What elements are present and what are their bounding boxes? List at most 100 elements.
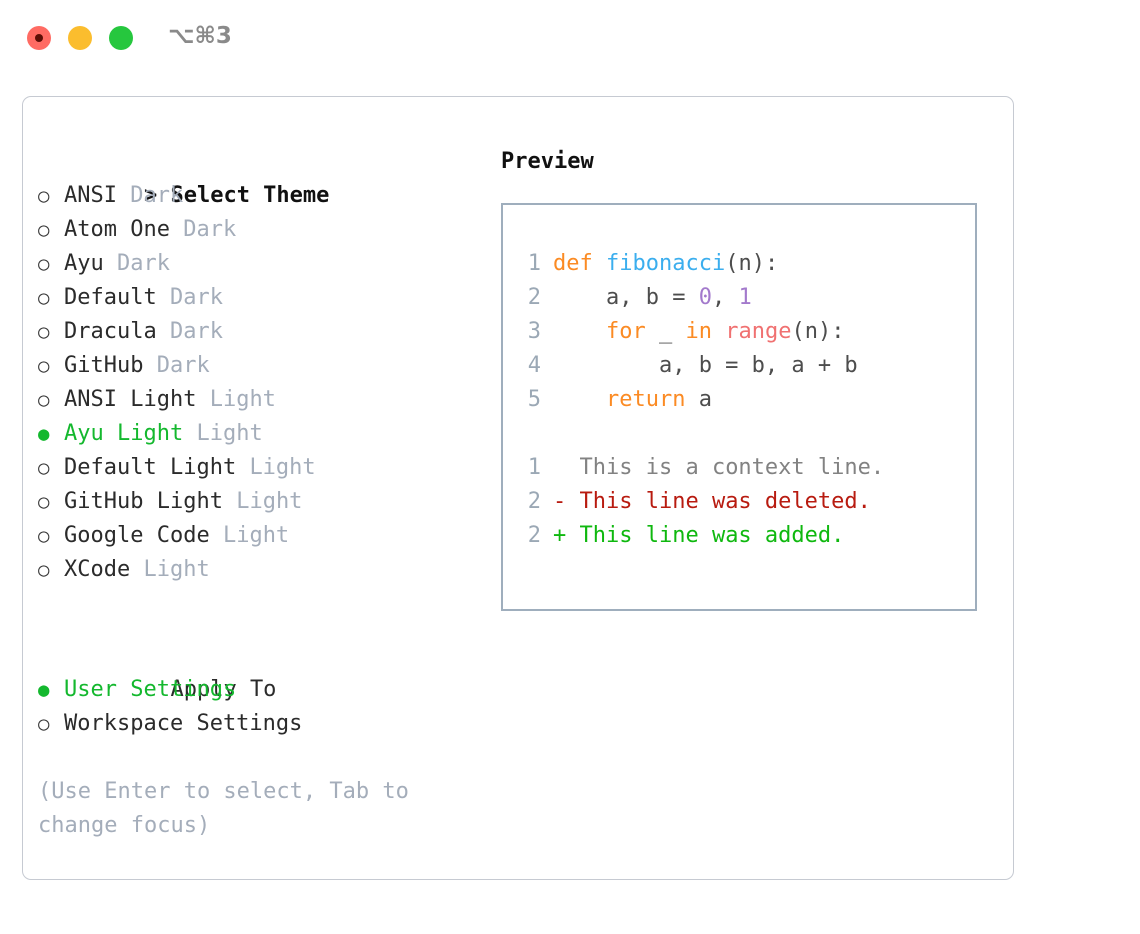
code-token: a, b = b, a + b <box>553 353 858 378</box>
code-line: 3 for _ in range(n): <box>519 315 884 349</box>
code-token <box>712 319 725 344</box>
code-token <box>553 387 606 412</box>
diff-marker: - <box>553 489 567 514</box>
theme-item-variant-tag: Dark <box>169 285 223 310</box>
theme-item-variant-tag: Light <box>222 523 290 548</box>
diff-text: This is a context line. <box>566 455 885 480</box>
radio-unselected-icon <box>38 707 64 741</box>
radio-unselected-icon <box>38 247 64 281</box>
theme-item-ansi-light[interactable]: ANSI Light Light <box>38 383 493 417</box>
section-gap <box>38 587 493 639</box>
code-line: 5 return a <box>519 383 884 417</box>
theme-item-variant-tag: Dark <box>169 319 223 344</box>
apply-to-header-label: Apply To <box>170 677 277 702</box>
theme-item-ansi[interactable]: ANSI Dark <box>38 179 493 213</box>
close-button[interactable] <box>27 26 51 50</box>
theme-item-variant-tag: Light <box>249 455 316 480</box>
line-number: 5 <box>527 387 541 412</box>
radio-selected-icon <box>38 417 64 451</box>
apply-to-item-label: Workspace Settings <box>64 711 303 736</box>
minimize-button[interactable] <box>68 26 92 50</box>
keyboard-hint: (Use Enter to select, Tab to change focu… <box>38 779 423 838</box>
select-theme-header: > Select Theme <box>38 145 493 208</box>
code-token: 1 <box>738 285 752 310</box>
theme-item-variant-tag: Dark <box>130 183 184 208</box>
traffic-lights <box>27 26 133 50</box>
code-token: range <box>725 319 792 344</box>
line-number: 2 <box>527 523 541 548</box>
theme-item-label: Ayu Light <box>64 421 184 446</box>
theme-item-xcode[interactable]: XCode Light <box>38 553 493 587</box>
code-token: _ <box>645 319 686 344</box>
preview-title: Preview <box>501 149 594 174</box>
theme-item-ayu[interactable]: Ayu Dark <box>38 247 493 281</box>
code-line: 4 a, b = b, a + b <box>519 349 884 383</box>
diff-line-ctx: 1 This is a context line. <box>519 451 884 485</box>
theme-list: ANSI DarkAtom One DarkAyu DarkDefault Da… <box>38 179 493 587</box>
code-diff-separator <box>519 417 884 451</box>
code-line: 2 a, b = 0, 1 <box>519 281 884 315</box>
line-number: 3 <box>527 319 541 344</box>
radio-unselected-icon <box>38 213 64 247</box>
code-token: (n): <box>725 251 779 276</box>
theme-item-label: Ayu <box>64 251 104 276</box>
code-token: 0 <box>698 285 712 310</box>
theme-item-atom-one[interactable]: Atom One Dark <box>38 213 493 247</box>
code-token: return <box>605 387 686 412</box>
radio-unselected-icon <box>38 349 64 383</box>
theme-item-variant-tag: Light <box>209 387 276 412</box>
theme-item-github[interactable]: GitHub Dark <box>38 349 493 383</box>
radio-unselected-icon <box>38 485 64 519</box>
theme-item-default[interactable]: Default Dark <box>38 281 493 315</box>
diff-line-del: 2- This line was deleted. <box>519 485 884 519</box>
maximize-button[interactable] <box>109 26 133 50</box>
radio-unselected-icon <box>38 315 64 349</box>
line-number: 2 <box>527 285 541 310</box>
apply-to-list: User SettingsWorkspace Settings <box>38 673 493 741</box>
diff-line-add: 2 + This line was added. <box>519 519 884 553</box>
theme-item-variant-tag: Light <box>236 489 303 514</box>
theme-item-variant-tag: Dark <box>183 217 237 242</box>
line-number: 1 <box>527 251 541 276</box>
theme-item-label: Google Code <box>64 523 210 548</box>
diff-text: This line was added. <box>566 523 845 548</box>
theme-item-dracula[interactable]: Dracula Dark <box>38 315 493 349</box>
apply-to-item-workspace-settings[interactable]: Workspace Settings <box>38 707 493 741</box>
code-token <box>553 319 606 344</box>
theme-item-label: XCode <box>64 557 131 582</box>
select-theme-header-label: Select Theme <box>170 183 330 208</box>
theme-item-label: ANSI <box>64 183 117 208</box>
code-token <box>593 251 606 276</box>
code-token: a, b = <box>553 285 699 310</box>
radio-unselected-icon <box>38 179 64 213</box>
radio-unselected-icon <box>38 281 64 315</box>
theme-item-label: Dracula <box>64 319 157 344</box>
code-token: a <box>685 387 712 412</box>
radio-unselected-icon <box>38 519 64 553</box>
theme-item-variant-tag: Dark <box>156 353 210 378</box>
theme-item-github-light[interactable]: GitHub Light Light <box>38 485 493 519</box>
theme-item-variant-tag: Dark <box>117 251 170 276</box>
theme-item-label: GitHub <box>64 353 144 378</box>
diff-marker <box>553 455 566 480</box>
theme-item-default-light[interactable]: Default Light Light <box>38 451 493 485</box>
title-bar: ⌥⌘3 <box>0 0 1140 78</box>
theme-item-ayu-light[interactable]: Ayu Light Light <box>38 417 493 451</box>
theme-item-label: ANSI Light <box>64 387 197 412</box>
theme-item-google-code[interactable]: Google Code Light <box>38 519 493 553</box>
diff-marker: + <box>553 523 567 548</box>
apply-to-item-user-settings[interactable]: User Settings <box>38 673 493 707</box>
radio-unselected-icon <box>38 553 64 587</box>
radio-unselected-icon <box>38 451 64 485</box>
code-token: (n): <box>791 319 845 344</box>
select-theme-header-prefix: > <box>143 183 171 208</box>
radio-unselected-icon <box>38 383 64 417</box>
code-token: , <box>711 285 739 310</box>
theme-item-label: Atom One <box>64 217 170 242</box>
apply-to-item-label: User Settings <box>64 677 237 702</box>
